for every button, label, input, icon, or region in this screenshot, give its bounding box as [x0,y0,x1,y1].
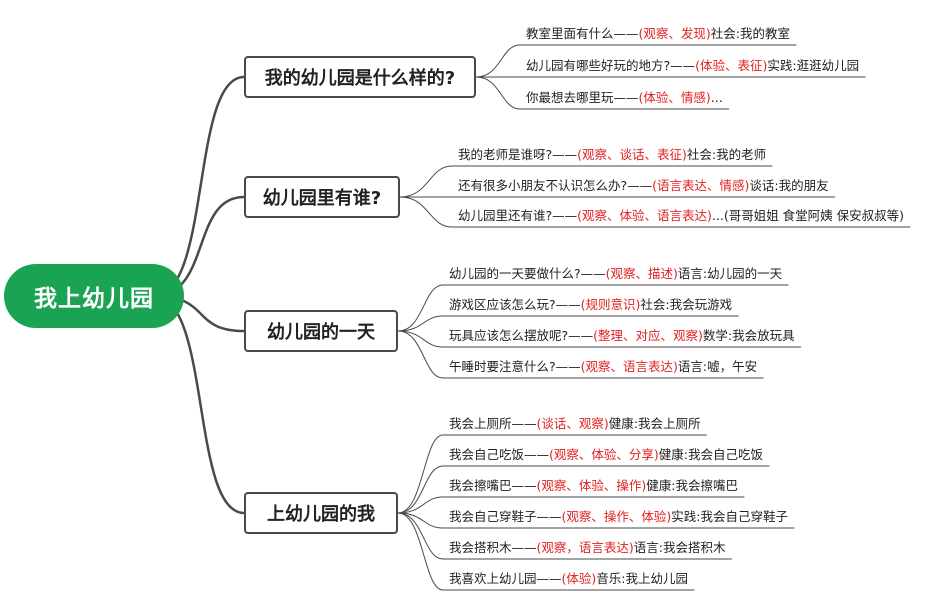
branch-leaf-connector [397,330,444,348]
leaf-item[interactable]: 午睡时要注意什么?——(观察、语言表达)语言:嘘，午安 [449,357,757,377]
leaf-item[interactable]: 还有很多小朋友不认识怎么办?——(语言表达、情感)谈话:我的朋友 [458,176,829,196]
branch-leaf-connector [397,512,444,591]
leaf-skill-tag: (观察、语言表达) [580,359,678,374]
leaf-skill-tag: (体验) [561,571,597,586]
leaf-skill-tag: (观察、体验、操作) [536,478,647,493]
leaf-activity: 健康:我会上厕所 [608,416,701,431]
leaf-activity: 社会:我的老师 [686,147,767,162]
leaf-item[interactable]: 我会上厕所——(谈话、观察)健康:我会上厕所 [449,414,701,434]
leaf-activity: 健康:我会自己吃饭 [658,447,763,462]
leaf-skill-tag: (观察、体验、语言表达) [577,208,712,223]
leaf-activity: 实践:逛逛幼儿园 [767,58,860,73]
branch-node-kindergarten-look[interactable]: 我的幼儿园是什么样的? [244,56,476,98]
leaf-question: 你最想去哪里玩—— [526,90,639,105]
leaf-skill-tag: (观察、谈话、表征) [577,147,687,162]
leaf-activity: 谈话:我的朋友 [749,178,829,193]
leaf-activity: 数学:我会放玩具 [702,328,795,343]
leaf-item[interactable]: 我喜欢上幼儿园——(体验)音乐:我上幼儿园 [449,569,688,589]
leaf-question: 玩具应该怎么摆放呢?—— [449,328,594,343]
branch-label: 幼儿园里有谁? [262,188,382,209]
leaf-question: 我会擦嘴巴—— [449,478,537,493]
leaf-item[interactable]: 教室里面有什么——(观察、发现)社会:我的教室 [526,24,790,44]
branch-leaf-connector [475,76,521,110]
branch-leaf-connector [399,165,453,198]
leaf-question: 我的老师是谁呀?—— [458,147,578,162]
leaf-activity: 健康:我会擦嘴巴 [646,478,738,493]
leaf-item[interactable]: 我会擦嘴巴——(观察、体验、操作)健康:我会擦嘴巴 [449,476,738,496]
branch-leaf-connector [397,315,444,332]
leaf-item[interactable]: 幼儿园里还有谁?——(观察、体验、语言表达)...(哥哥姐姐 食堂阿姨 保安叔叔… [458,206,904,226]
leaf-item[interactable]: 幼儿园的一天要做什么?——(观察、描述)语言:幼儿园的一天 [449,264,782,284]
leaf-activity: 语言:我会搭积木 [633,540,726,555]
leaf-question: 我会搭积木—— [449,540,537,555]
leaf-question: 我会自己吃饭—— [449,447,550,462]
leaf-question: 我会上厕所—— [449,416,537,431]
branch-leaf-connector [399,196,453,228]
leaf-skill-tag: (语言表达、情感) [652,178,750,193]
leaf-item[interactable]: 我会自己吃饭——(观察、体验、分享)健康:我会自己吃饭 [449,445,763,465]
branch-leaf-connector [397,512,444,560]
branch-leaf-connector [397,284,444,332]
leaf-question: 幼儿园的一天要做什么?—— [449,266,606,281]
leaf-item[interactable]: 游戏区应该怎么玩?——(规则意识)社会:我会玩游戏 [449,295,732,315]
branch-label: 幼儿园的一天 [267,322,375,343]
branch-leaf-connector [397,330,444,379]
branch-node-who-is-there[interactable]: 幼儿园里有谁? [244,176,400,218]
leaf-skill-tag: (整理、对应、观察) [593,328,703,343]
leaf-question: 还有很多小朋友不认识怎么办?—— [458,178,653,193]
leaf-skill-tag: (观察、描述) [605,266,678,281]
leaf-activity: ... [710,90,723,105]
branch-node-me-at-kindergarten[interactable]: 上幼儿园的我 [244,492,398,534]
leaf-skill-tag: (规则意识) [580,297,641,312]
root-branch-connector [152,294,246,515]
leaf-item[interactable]: 我的老师是谁呀?——(观察、谈话、表征)社会:我的老师 [458,145,766,165]
branch-node-daily-routine[interactable]: 幼儿园的一天 [244,310,398,352]
leaf-question: 游戏区应该怎么玩?—— [449,297,581,312]
root-branch-connector [152,75,246,298]
leaf-activity: 社会:我会玩游戏 [640,297,733,312]
branch-label: 我的幼儿园是什么样的? [264,68,456,89]
leaf-skill-tag: (体验、情感) [638,90,711,105]
branch-leaf-connector [475,44,521,78]
leaf-question: 幼儿园里还有谁?—— [458,208,578,223]
leaf-activity: 音乐:我上幼儿园 [596,571,688,586]
leaf-item[interactable]: 你最想去哪里玩——(体验、情感)... [526,88,723,108]
leaf-question: 我会自己穿鞋子—— [449,509,562,524]
leaf-skill-tag: (观察、发现) [638,26,711,41]
root-node[interactable]: 我上幼儿园 [4,264,184,328]
leaf-skill-tag: (观察，语言表达) [536,540,634,555]
leaf-item[interactable]: 玩具应该怎么摆放呢?——(整理、对应、观察)数学:我会放玩具 [449,326,795,346]
leaf-activity: 语言:嘘，午安 [677,359,758,374]
branch-leaf-connector [397,434,444,514]
leaf-question: 教室里面有什么—— [526,26,639,41]
leaf-item[interactable]: 我会搭积木——(观察，语言表达)语言:我会搭积木 [449,538,726,558]
leaf-skill-tag: (谈话、观察) [536,416,609,431]
leaf-activity: 社会:我的教室 [710,26,790,41]
branch-leaf-connector [397,465,444,514]
leaf-skill-tag: (观察、操作、体验) [561,509,672,524]
leaf-activity: 语言:幼儿园的一天 [677,266,783,281]
leaf-activity: ...(哥哥姐姐 食堂阿姨 保安叔叔等) [711,208,905,223]
leaf-skill-tag: (观察、体验、分享) [549,447,659,462]
root-node-label: 我上幼儿园 [34,286,154,312]
leaf-question: 午睡时要注意什么?—— [449,359,581,374]
branch-label: 上幼儿园的我 [267,504,375,525]
branch-leaf-connector [397,496,444,514]
leaf-skill-tag: (体验、表征) [695,58,768,73]
leaf-question: 我喜欢上幼儿园—— [449,571,562,586]
leaf-item[interactable]: 幼儿园有哪些好玩的地方?——(体验、表征)实践:逛逛幼儿园 [526,56,859,76]
leaf-item[interactable]: 我会自己穿鞋子——(观察、操作、体验)实践:我会自己穿鞋子 [449,507,788,527]
leaf-question: 幼儿园有哪些好玩的地方?—— [526,58,696,73]
leaf-activity: 实践:我会自己穿鞋子 [671,509,788,524]
